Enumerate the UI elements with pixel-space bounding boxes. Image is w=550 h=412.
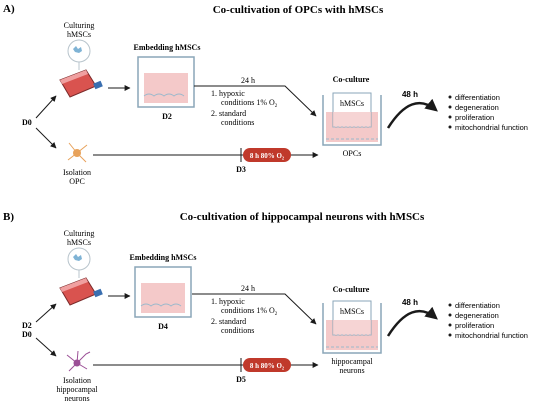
isolation-label-line2: hippocampal <box>56 385 98 394</box>
outcome-item: proliferation <box>455 113 494 122</box>
cells-label-line2: neurons <box>339 366 364 375</box>
panel-a-label: A) <box>3 3 15 15</box>
oxygen-sub: 2 <box>282 156 285 161</box>
cell-culture-bubble-icon <box>67 39 91 70</box>
panel-a: A) Co-cultivation of OPCs with hMSCs Cul… <box>3 3 528 186</box>
embedding-label: Embedding hMSCs <box>130 253 197 262</box>
oxygen-pill-text: 8 h 80% O2 <box>250 362 285 371</box>
outcome-item: differentiation <box>455 93 500 102</box>
panel-a-title: Co-cultivation of OPCs with hMSCs <box>213 4 384 16</box>
arrow-24h <box>192 293 317 325</box>
time-24h: 24 h <box>241 76 255 85</box>
isolation-label-line1: Isolation <box>63 168 91 177</box>
arrow-d0-to-isolation <box>35 127 57 149</box>
panel-b-title: Co-cultivation of hippocampal neurons wi… <box>180 211 425 223</box>
day-start-2: D0 <box>22 330 32 339</box>
neuron-cell-icon <box>66 350 91 372</box>
outcome-item: mitochondrial function <box>455 331 528 340</box>
culturing-label-line1: Culturing <box>64 21 95 30</box>
embedding-well-icon <box>137 56 195 108</box>
insert-label: hMSCs <box>340 307 364 316</box>
time-24h: 24 h <box>241 284 255 293</box>
condition-1b-text: conditions 1% O2 <box>221 98 278 109</box>
day-embed: D4 <box>158 322 168 331</box>
arrow-48h <box>386 306 438 337</box>
coculture-well-icon <box>322 92 382 146</box>
condition-1b-text: conditions 1% O2 <box>221 306 278 317</box>
cells-label: OPCs <box>343 149 362 158</box>
condition-2: 2. standard <box>211 317 246 326</box>
panel-b-label: B) <box>3 211 14 223</box>
outcome-list: differentiation degeneration proliferati… <box>448 93 528 132</box>
outcome-item: degeneration <box>455 103 499 112</box>
condition-1b: conditions 1% O <box>221 98 275 107</box>
coculture-well-icon <box>322 300 382 354</box>
day-oxygen: D5 <box>236 375 246 384</box>
oxygen-label: 8 h 80% O <box>250 152 283 160</box>
cell-culture-bubble-icon <box>67 247 91 278</box>
oxygen-sub: 2 <box>282 366 285 371</box>
day-start-1: D2 <box>22 321 32 330</box>
opc-cell-icon <box>67 142 88 163</box>
condition-1b: conditions 1% O <box>221 306 275 315</box>
outcome-item: proliferation <box>455 321 494 330</box>
outcome-list: differentiation degeneration proliferati… <box>448 301 528 340</box>
culture-flask-icon <box>59 69 103 98</box>
culture-flask-icon <box>59 277 103 306</box>
time-48h: 48 h <box>402 90 418 99</box>
condition-2b: conditions <box>221 326 254 335</box>
oxygen-pill-text: 8 h 80% O2 <box>250 152 285 161</box>
arrow-d0-to-flask <box>35 95 57 119</box>
cells-label-line1: hippocampal <box>331 357 373 366</box>
insert-label: hMSCs <box>340 99 364 108</box>
condition-1: 1. hypoxic <box>211 297 245 306</box>
culturing-label-line2: hMSCs <box>67 30 91 39</box>
outcome-item: degeneration <box>455 311 499 320</box>
condition-2b: conditions <box>221 118 254 127</box>
time-48h: 48 h <box>402 298 418 307</box>
culturing-label-line1: Culturing <box>64 229 95 238</box>
oxygen-pill: 8 h 80% O2 <box>243 358 291 372</box>
embedding-well-icon <box>134 266 192 318</box>
outcome-item: differentiation <box>455 301 500 310</box>
condition-2: 2. standard <box>211 109 246 118</box>
culturing-label-line2: hMSCs <box>67 238 91 247</box>
oxygen-pill: 8 h 80% O2 <box>243 148 291 162</box>
coculture-title: Co-culture <box>333 75 370 84</box>
arrow-d0-to-flask <box>35 303 57 323</box>
isolation-label-line3: neurons <box>64 394 89 403</box>
arrow-48h <box>386 98 438 129</box>
oxygen-label: 8 h 80% O <box>250 362 283 370</box>
day-oxygen: D3 <box>236 165 246 174</box>
condition-1-sub: 2 <box>275 104 278 109</box>
condition-1: 1. hypoxic <box>211 89 245 98</box>
embedding-label: Embedding hMSCs <box>134 43 201 52</box>
day-start: D0 <box>22 118 32 127</box>
outcome-item: mitochondrial function <box>455 123 528 132</box>
isolation-label-line2: OPC <box>69 177 85 186</box>
arrow-d0-to-isolation <box>35 337 57 357</box>
panel-b: B) Co-cultivation of hippocampal neurons… <box>3 211 528 403</box>
day-embed: D2 <box>162 112 172 121</box>
coculture-title: Co-culture <box>333 285 370 294</box>
isolation-label-line1: Isolation <box>63 376 91 385</box>
arrow-24h <box>194 85 317 117</box>
condition-1-sub: 2 <box>275 312 278 317</box>
